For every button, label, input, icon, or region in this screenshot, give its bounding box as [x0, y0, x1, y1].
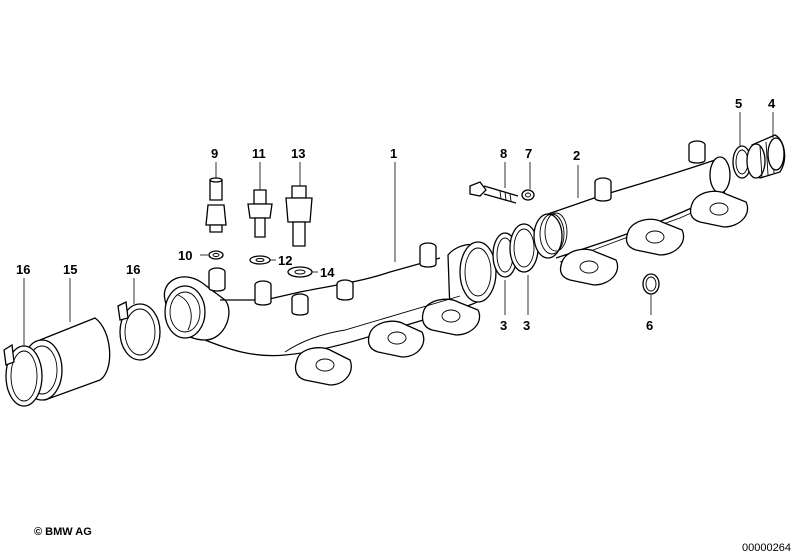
coolant-pipe-1: [163, 241, 497, 357]
label-part-2: 2: [573, 148, 580, 163]
diagram-number: 00000264: [742, 542, 791, 554]
washer-7: [521, 189, 535, 201]
label-part-3a: 3: [500, 318, 507, 333]
label-part-9: 9: [211, 146, 218, 161]
gasket-14: [287, 266, 313, 278]
label-part-8: 8: [500, 146, 507, 161]
hose-nipple-9: [205, 177, 227, 233]
label-part-10: 10: [178, 248, 192, 263]
label-part-4: 4: [768, 96, 776, 111]
label-part-11: 11: [252, 146, 266, 161]
mounting-flanges-pipe-1: [284, 295, 481, 386]
leader-lines: [23, 112, 774, 346]
hose-clamp-16b: [117, 301, 161, 361]
label-part-3b: 3: [523, 318, 530, 333]
o-ring-3b: [509, 223, 539, 273]
gasket-12: [249, 255, 271, 265]
label-part-12: 12: [278, 253, 292, 268]
label-part-16b: 16: [126, 262, 140, 277]
union-nut-4: [746, 134, 786, 179]
gasket-10: [208, 250, 224, 260]
label-part-5: 5: [735, 96, 742, 111]
part-labels: 1 2 3 3 4 5 6 7 8 9 10 11 12 13 14 15 16…: [16, 96, 776, 333]
mounting-flanges-pipe-2: [559, 190, 749, 286]
hex-bolt-8: [469, 181, 519, 204]
label-part-7: 7: [525, 146, 532, 161]
copyright-notice: © BMW AG: [34, 526, 92, 538]
hose-clamp-16a: [3, 343, 43, 407]
label-part-14: 14: [320, 265, 335, 280]
label-part-6: 6: [646, 318, 653, 333]
label-part-1: 1: [390, 146, 397, 161]
label-part-15: 15: [63, 262, 77, 277]
temperature-sensor-13: [285, 185, 313, 247]
o-ring-6: [642, 273, 660, 295]
temperature-sensor-11: [247, 189, 273, 238]
label-part-16a: 16: [16, 262, 30, 277]
coolant-pipe-2: [533, 140, 731, 259]
label-part-13: 13: [291, 146, 305, 161]
